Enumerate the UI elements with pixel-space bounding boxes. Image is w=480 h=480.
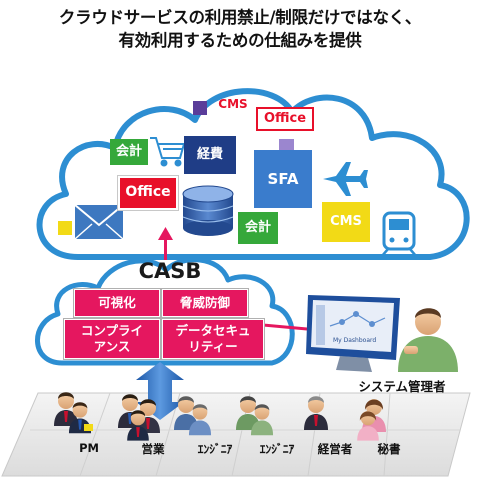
database-icon [182, 185, 234, 236]
sfa-tile: SFA [254, 150, 312, 208]
user-group-executive [304, 396, 328, 430]
shopping-cart-icon [150, 137, 186, 167]
user-group-secretary [357, 399, 386, 441]
airplane-icon [323, 162, 368, 196]
user-label-engineer-1: ｴﾝｼﾞﾆｱ [197, 442, 233, 456]
user-label-sales: 営業 [141, 442, 165, 456]
user-floor [1, 392, 471, 477]
cms-top-tile: CMS [218, 97, 248, 112]
heading-line-1: クラウドサービスの利用禁止/制限だけではなく、 [58, 8, 422, 27]
admin-person-icon [398, 308, 458, 372]
casb-title: CASB [138, 259, 202, 283]
kaikei-left-tile: 会計 [110, 139, 148, 165]
casb-function-compliance: コンプライ アンス [64, 319, 160, 359]
office-main-tile: Office [118, 176, 178, 210]
decor-square-yellow [58, 221, 72, 235]
casb-function-threat-protection: 脅威防御 [162, 289, 248, 317]
casb-function-visualization: 可視化 [74, 289, 160, 317]
admin-screen-text: My Dashboard [333, 337, 376, 344]
casb-function-data-security: データセキュ リティー [162, 319, 264, 359]
user-label-secretary: 秘書 [377, 442, 401, 456]
cms-yellow-tile: CMS [322, 202, 370, 242]
office-top-tile: Office [256, 107, 314, 131]
heading-line-2: 有効利用するための仕組みを提供 [118, 31, 362, 50]
mail-icon [74, 204, 124, 240]
decor-square-purple [193, 101, 207, 115]
user-group-engineer-1 [174, 396, 212, 436]
user-group-sales [118, 394, 160, 441]
keihi-tile: 経費 [184, 136, 236, 174]
user-label-engineer-2: ｴﾝｼﾞﾆｱ [259, 442, 295, 456]
casb-to-cloud-arrow [158, 227, 173, 260]
user-group-engineer-2 [236, 396, 274, 436]
admin-computer-icon: My Dashboard [306, 295, 400, 372]
kaikei-center-tile: 会計 [238, 212, 278, 244]
user-label-pm: PM [79, 441, 99, 455]
train-icon [381, 211, 417, 257]
user-label-executive: 経営者 [317, 442, 353, 456]
admin-label: システム管理者 [358, 379, 446, 394]
user-group-pm [54, 392, 93, 434]
